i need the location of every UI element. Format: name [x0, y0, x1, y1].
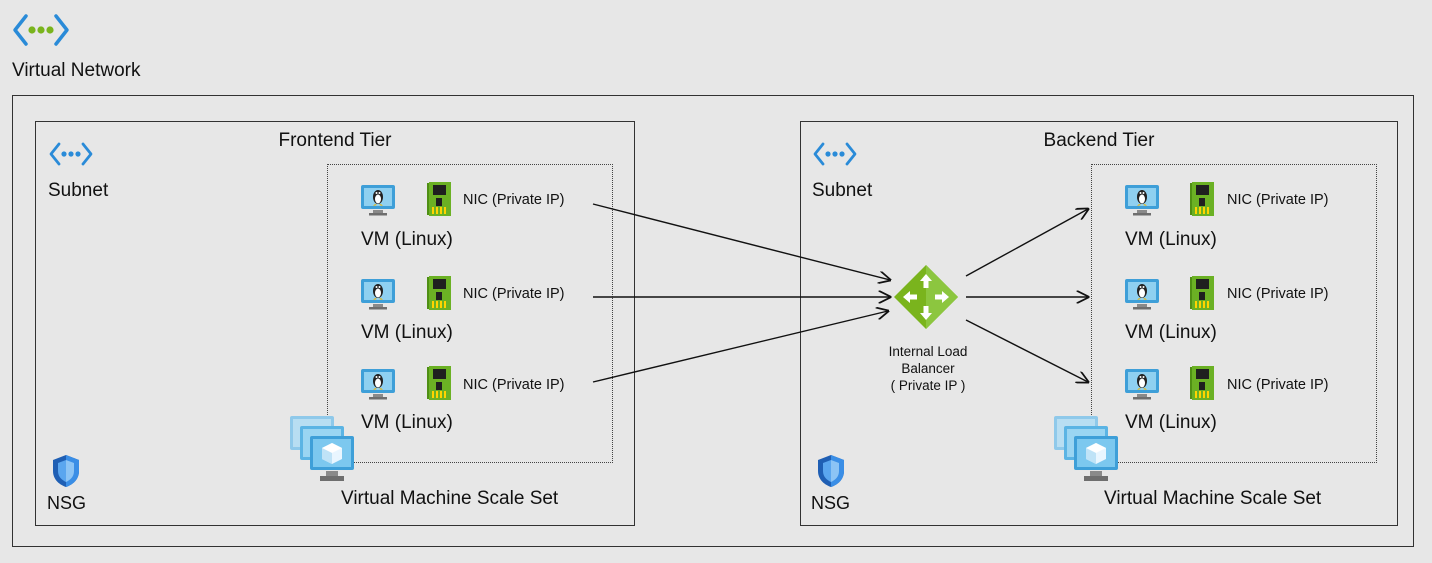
frontend-vmss-box [327, 164, 613, 463]
frontend-nic-1-label: NIC (Private IP) [463, 192, 565, 208]
backend-nic-2-label: NIC (Private IP) [1227, 286, 1329, 302]
connector-frontend-nic-1-to-lb [592, 203, 890, 280]
frontend-tier-box [35, 121, 635, 526]
backend-nic-1-label: NIC (Private IP) [1227, 192, 1329, 208]
backend-vm-2-label: VM (Linux) [1125, 322, 1217, 343]
frontend-subnet-icon [49, 142, 93, 166]
frontend-vmss-label: Virtual Machine Scale Set [341, 488, 559, 509]
backend-subnet-icon [813, 142, 857, 166]
frontend-vm-1-label: VM (Linux) [361, 229, 453, 250]
backend-subnet-label: Subnet [812, 180, 873, 201]
frontend-vm-2-label: VM (Linux) [361, 322, 453, 343]
lb-label-line-2: Balancer [901, 361, 955, 376]
frontend-subnet-label: Subnet [48, 180, 109, 201]
backend-vm-1-label: VM (Linux) [1125, 229, 1217, 250]
connector-lb-to-backend-vm-1 [965, 209, 1088, 277]
backend-nsg-label: NSG [811, 493, 851, 513]
frontend-tier-title: Frontend Tier [278, 130, 392, 151]
backend-vm-3-label: VM (Linux) [1125, 412, 1217, 433]
frontend-nsg-label: NSG [47, 493, 87, 513]
vnet-container [12, 95, 1414, 547]
connector-lb-to-backend-vm-3 [965, 319, 1088, 382]
backend-nic-3-label: NIC (Private IP) [1227, 377, 1329, 393]
vnet-label: Virtual Network [12, 60, 141, 81]
vnet-icon [13, 14, 69, 46]
connector-frontend-nic-3-to-lb [592, 311, 888, 383]
backend-vmss-label: Virtual Machine Scale Set [1104, 488, 1322, 509]
frontend-vm-3-label: VM (Linux) [361, 412, 453, 433]
load-balancer-label: Internal Load Balancer ( Private IP ) [858, 343, 998, 394]
load-balancer-icon [894, 265, 958, 329]
frontend-nic-2-label: NIC (Private IP) [463, 286, 565, 302]
lb-label-line-3: ( Private IP ) [890, 378, 966, 393]
backend-tier-title: Backend Tier [1043, 130, 1155, 151]
backend-tier-box [800, 121, 1398, 526]
lb-label-line-1: Internal Load [888, 344, 968, 359]
backend-vmss-box [1091, 164, 1377, 463]
frontend-nic-3-label: NIC (Private IP) [463, 377, 565, 393]
